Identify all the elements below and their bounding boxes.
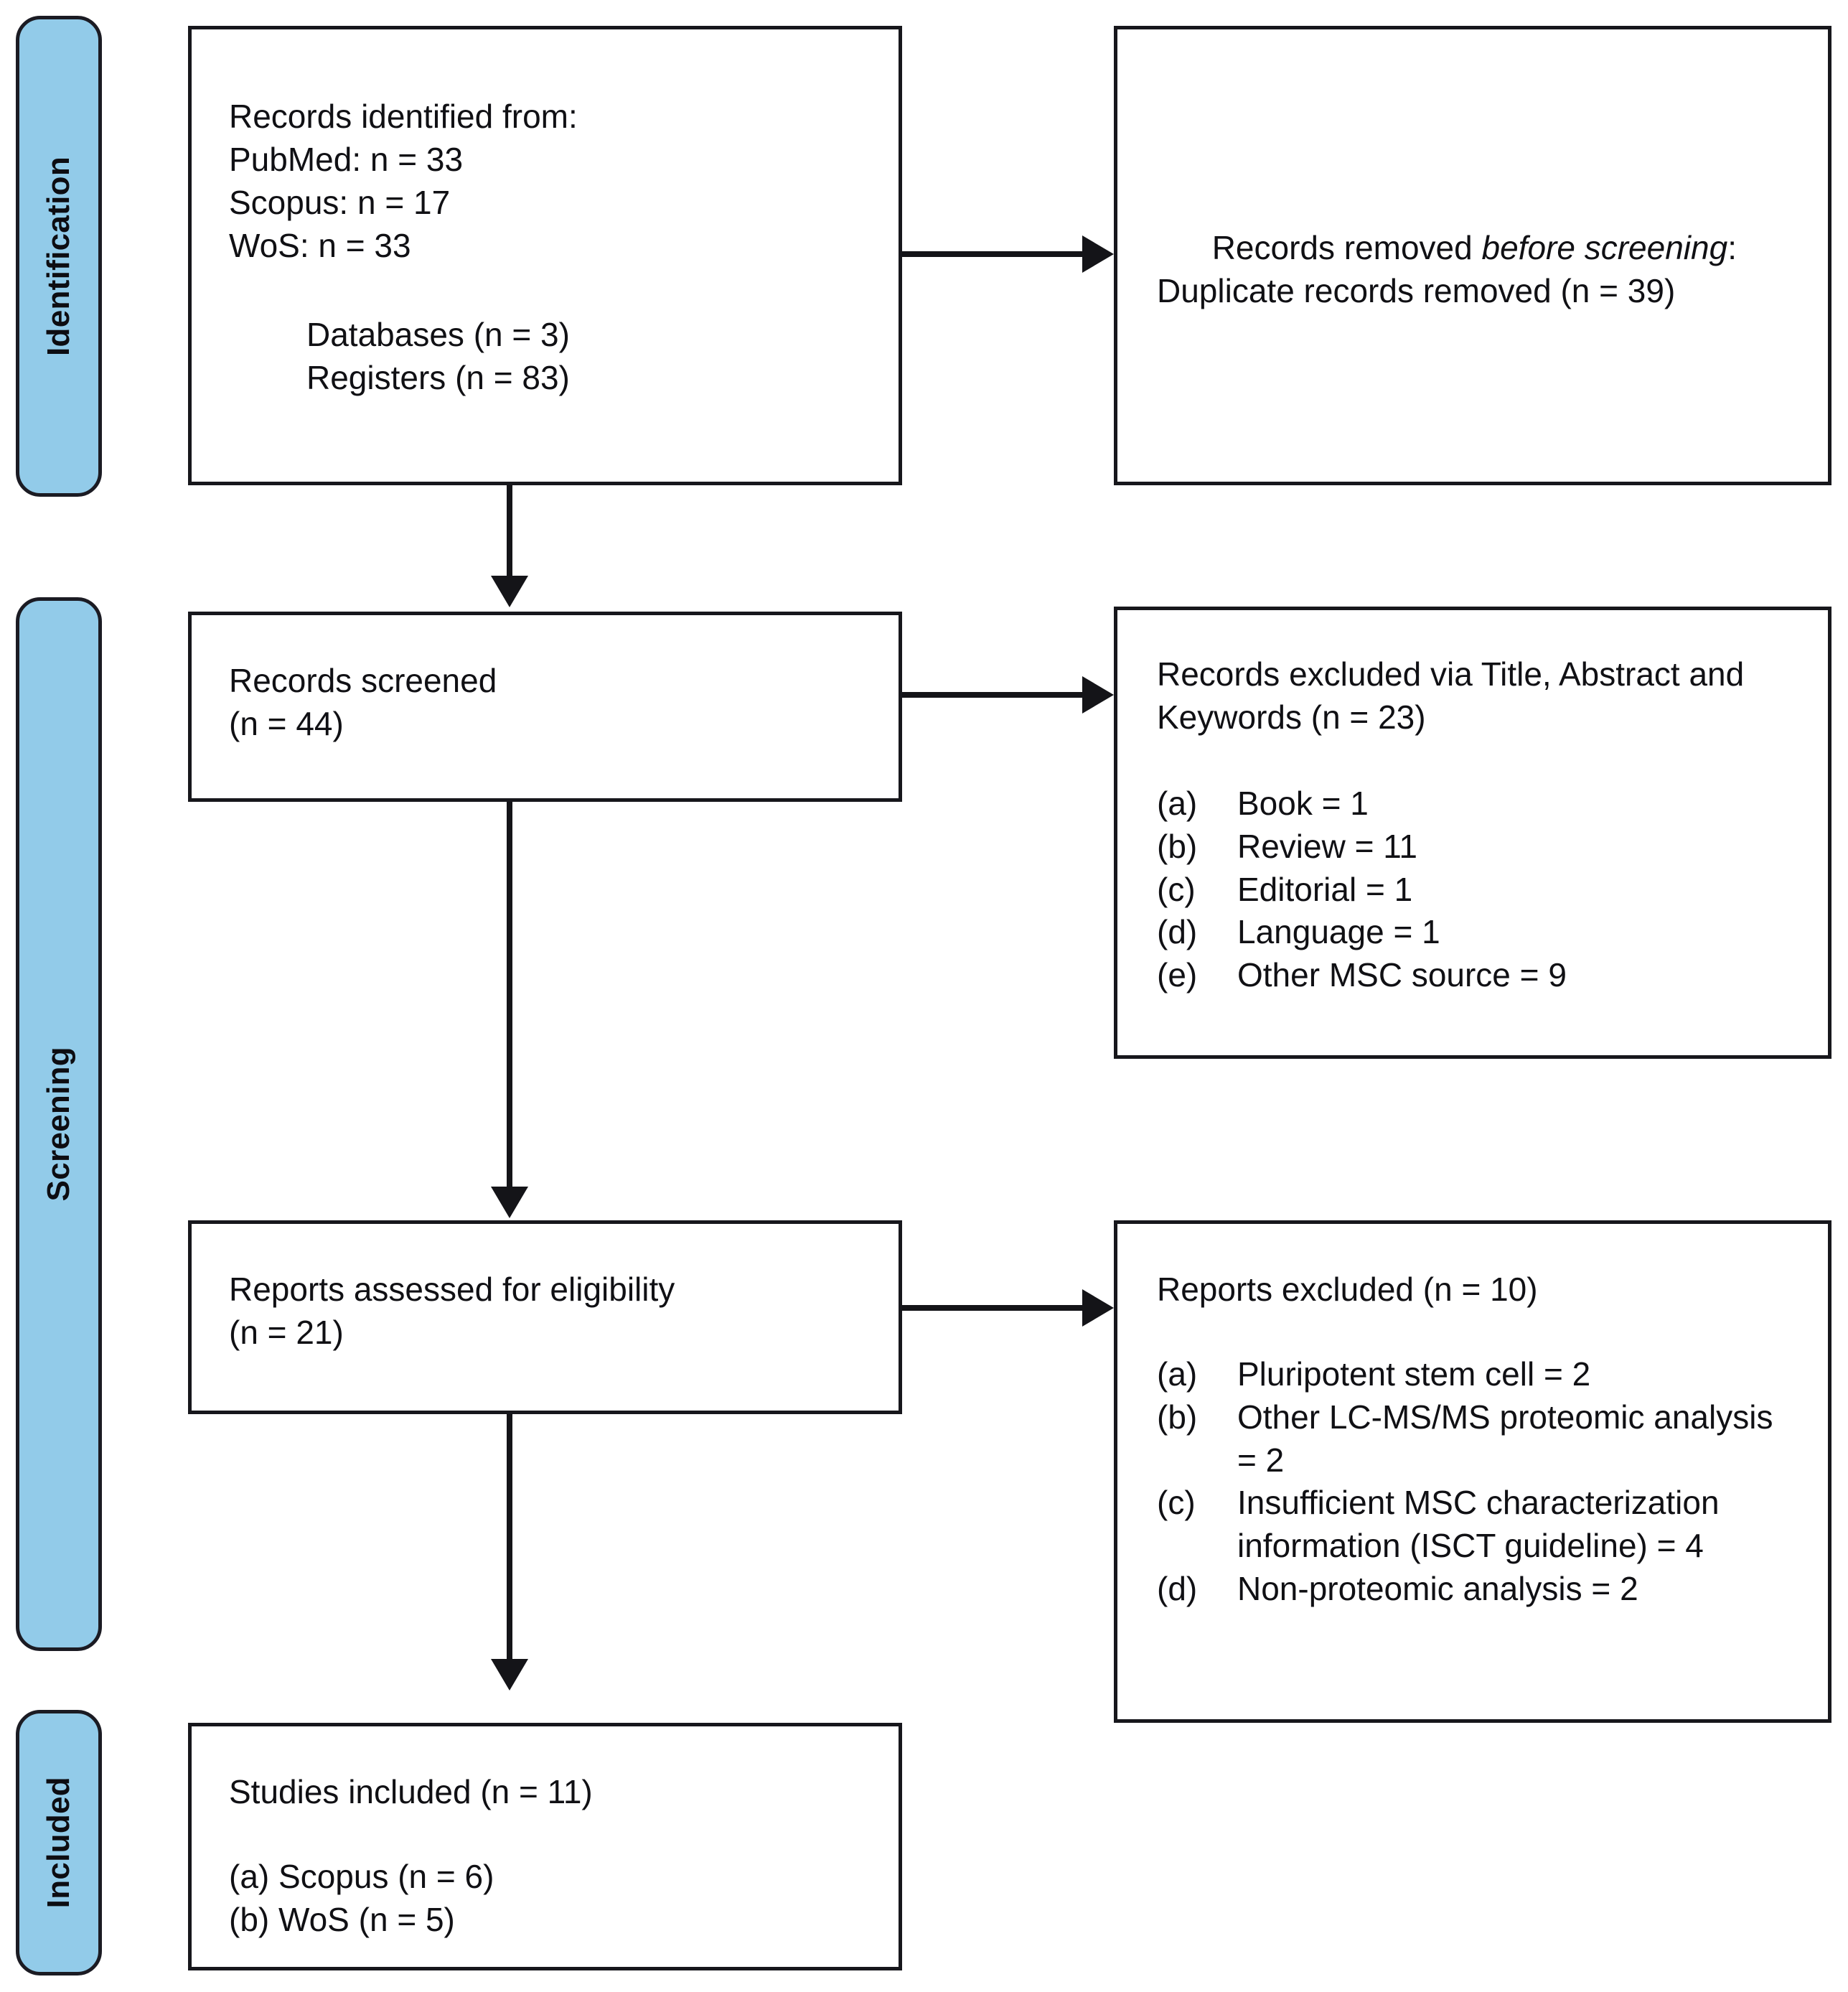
- records-excluded-list: (a) Book = 1 (b) Review = 11 (c) Editori…: [1157, 782, 1796, 997]
- list-text: (b) WoS (n = 5): [229, 1899, 860, 1942]
- list-marker: (b): [1157, 1398, 1198, 1436]
- list-text: Review = 11: [1237, 827, 1418, 865]
- connector-assessed-to-excluded: [902, 1305, 1085, 1311]
- connector-assessed-to-included: [507, 1414, 512, 1662]
- list-marker-inline: (a): [229, 1858, 270, 1895]
- records-identified-heading: Records identified from:: [229, 98, 578, 135]
- arrowhead-screened-to-assessed: [491, 1187, 528, 1218]
- stage-bar-included: Included: [16, 1710, 102, 1975]
- list-item: (b) Other LC-MS/MS proteomic analysis = …: [1157, 1396, 1796, 1482]
- records-identified-registers: Registers (n = 83): [306, 359, 570, 396]
- records-screened-line1: Records screened: [229, 662, 497, 699]
- stage-label-included: Included: [41, 1777, 76, 1909]
- list-item: (a) Scopus (n = 6): [229, 1856, 860, 1899]
- list-text-inline: Scopus (n = 6): [278, 1858, 494, 1895]
- list-item: (c) Editorial = 1: [1157, 869, 1796, 912]
- reports-excluded-list: (a) Pluripotent stem cell = 2 (b) Other …: [1157, 1353, 1796, 1611]
- list-marker: (b): [1157, 827, 1198, 865]
- arrowhead-screened-to-excluded: [1082, 676, 1114, 714]
- box-records-removed: Records removed before screening: Duplic…: [1114, 26, 1831, 485]
- box-records-screened: Records screened (n = 44): [188, 612, 902, 802]
- list-marker-inline: (b): [229, 1900, 270, 1938]
- box-reports-assessed: Reports assessed for eligibility (n = 21…: [188, 1220, 902, 1414]
- arrowhead-identified-to-removed: [1082, 235, 1114, 273]
- list-marker: (d): [1157, 913, 1198, 951]
- list-item: (b) Review = 11: [1157, 826, 1796, 869]
- records-excluded-heading: Records excluded via Title, Abstract and…: [1157, 655, 1753, 736]
- list-item: (a) Pluripotent stem cell = 2: [1157, 1353, 1796, 1396]
- stage-bar-screening: Screening: [16, 597, 102, 1651]
- list-text: Other MSC source = 9: [1237, 956, 1567, 994]
- box-reports-excluded: Reports excluded (n = 10) (a) Pluripoten…: [1114, 1220, 1831, 1723]
- stage-bar-identification: Identification: [16, 16, 102, 497]
- studies-included-list: (a) Scopus (n = 6) (b) WoS (n = 5): [229, 1856, 860, 1942]
- studies-included-heading: Studies included (n = 11): [229, 1773, 593, 1810]
- list-text: Editorial = 1: [1237, 870, 1413, 908]
- list-item: (e) Other MSC source = 9: [1157, 954, 1796, 997]
- records-identified-pubmed: PubMed: n = 33: [229, 141, 464, 178]
- connector-screened-to-excluded: [902, 692, 1085, 698]
- list-text: (a) Scopus (n = 6): [229, 1856, 860, 1899]
- connector-identified-to-removed: [902, 251, 1085, 257]
- records-removed-italic: before screening: [1481, 228, 1728, 266]
- box-records-excluded: Records excluded via Title, Abstract and…: [1114, 607, 1831, 1059]
- arrowhead-identified-to-screened: [491, 576, 528, 607]
- list-text: Book = 1: [1237, 785, 1369, 822]
- records-removed-prefix: Records removed: [1211, 228, 1482, 266]
- list-text: Non-proteomic analysis = 2: [1237, 1569, 1638, 1607]
- list-marker: (e): [1157, 956, 1198, 994]
- reports-assessed-line2: (n = 21): [229, 1314, 344, 1351]
- list-marker: (a): [1157, 785, 1198, 822]
- list-text: Other LC-MS/MS proteomic analysis = 2: [1237, 1398, 1773, 1479]
- list-item: (b) WoS (n = 5): [229, 1899, 860, 1942]
- reports-excluded-heading: Reports excluded (n = 10): [1157, 1271, 1538, 1308]
- records-removed-suffix: : Duplicate records removed (n = 39): [1157, 228, 1746, 309]
- list-text: Pluripotent stem cell = 2: [1237, 1355, 1591, 1393]
- list-item: (d) Non-proteomic analysis = 2: [1157, 1568, 1796, 1611]
- records-removed-text: Records removed before screening: Duplic…: [1157, 184, 1788, 355]
- list-text-inline: WoS (n = 5): [278, 1900, 455, 1938]
- records-screened-line2: (n = 44): [229, 705, 344, 742]
- connector-identified-to-screened: [507, 485, 512, 579]
- list-marker: (c): [1157, 870, 1196, 908]
- list-item: (a) Book = 1: [1157, 782, 1796, 826]
- arrowhead-assessed-to-included: [491, 1659, 528, 1691]
- reports-assessed-line1: Reports assessed for eligibility: [229, 1271, 675, 1308]
- list-text: Insufficient MSC characterization inform…: [1237, 1484, 1720, 1565]
- list-item: (c) Insufficient MSC characterization in…: [1157, 1482, 1796, 1568]
- list-item: (d) Language = 1: [1157, 911, 1796, 954]
- box-studies-included: Studies included (n = 11) (a) Scopus (n …: [188, 1723, 902, 1970]
- list-marker: (a): [1157, 1355, 1198, 1393]
- stage-label-screening: Screening: [41, 1047, 76, 1202]
- records-identified-databases: Databases (n = 3): [306, 316, 570, 353]
- list-text: Language = 1: [1237, 913, 1440, 951]
- records-identified-wos: WoS: n = 33: [229, 227, 411, 264]
- arrowhead-assessed-to-excluded: [1082, 1289, 1114, 1327]
- box-records-identified: Records identified from: PubMed: n = 33 …: [188, 26, 902, 485]
- records-identified-scopus: Scopus: n = 17: [229, 184, 451, 221]
- stage-label-identification: Identification: [41, 156, 76, 356]
- connector-screened-to-assessed: [507, 802, 512, 1189]
- list-marker: (c): [1157, 1484, 1196, 1522]
- list-marker: (d): [1157, 1569, 1198, 1607]
